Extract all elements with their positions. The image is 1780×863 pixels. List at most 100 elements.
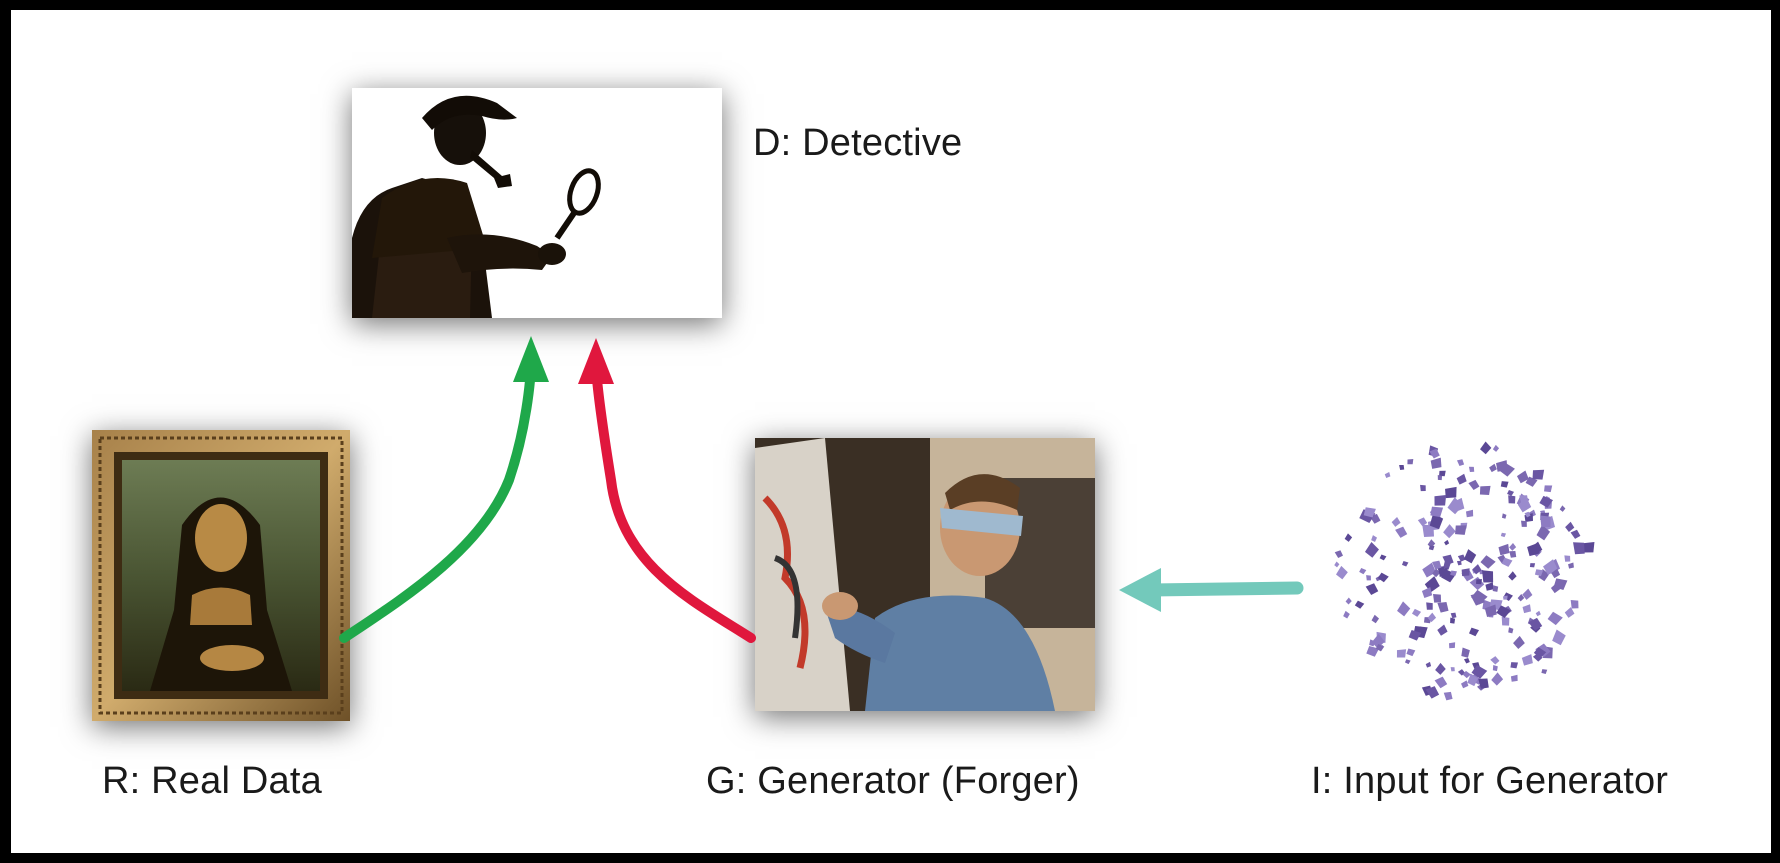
- noise-particle: [1428, 545, 1435, 551]
- noise-particle: [1437, 624, 1448, 636]
- noise-particle: [1437, 601, 1449, 613]
- noise-particle: [1334, 550, 1344, 558]
- noise-particle: [1522, 604, 1531, 614]
- noise-particle: [1568, 562, 1574, 569]
- arrow-head-teal: [1119, 568, 1161, 612]
- noise-particle: [1334, 561, 1340, 568]
- noise-particle: [1456, 473, 1467, 485]
- noise-particle: [1501, 616, 1510, 626]
- noise-particles-icon: [1334, 441, 1595, 701]
- detective-silhouette-icon: [352, 88, 722, 318]
- real-data-label: R: Real Data: [102, 760, 322, 802]
- noise-particle: [1521, 654, 1533, 666]
- real-data-image: [92, 430, 350, 721]
- noise-particle: [1490, 656, 1500, 665]
- noise-particle: [1369, 639, 1376, 647]
- noise-particle: [1536, 524, 1551, 541]
- noise-particle: [1538, 568, 1550, 582]
- noise-particle: [1354, 600, 1365, 609]
- noise-particle: [1448, 642, 1456, 649]
- noise-particle: [1404, 659, 1411, 665]
- noise-particle: [1437, 475, 1443, 481]
- noise-particle: [1461, 568, 1470, 577]
- input-label: I: Input for Generator: [1311, 760, 1669, 802]
- noise-particle: [1528, 617, 1543, 631]
- noise-particle: [1384, 471, 1391, 479]
- noise-particle: [1434, 494, 1447, 506]
- noise-particle: [1443, 691, 1453, 701]
- noise-particle: [1462, 670, 1471, 679]
- noise-particle: [1517, 593, 1525, 602]
- noise-particle: [1429, 448, 1440, 459]
- noise-particle: [1395, 526, 1408, 538]
- noise-particle: [1508, 495, 1516, 504]
- noise-particle: [1544, 485, 1553, 493]
- noise-particle: [1425, 686, 1440, 699]
- noise-particle: [1450, 570, 1457, 577]
- noise-particle: [1375, 643, 1385, 652]
- noise-particle: [1500, 532, 1507, 538]
- noise-particle: [1396, 649, 1407, 658]
- noise-particle: [1482, 570, 1494, 583]
- noise-particle: [1467, 673, 1479, 687]
- noise-particle: [1541, 669, 1548, 674]
- noise-particle: [1509, 551, 1517, 558]
- noise-particle: [1450, 617, 1456, 624]
- noise-particle: [1377, 572, 1389, 583]
- noise-particle: [1470, 592, 1485, 606]
- detective-label: D: Detective: [753, 122, 963, 164]
- noise-particle: [1359, 567, 1367, 575]
- noise-particle: [1472, 564, 1482, 575]
- noise-particle: [1565, 521, 1575, 532]
- noise-particle: [1344, 533, 1353, 542]
- noise-particle: [1343, 610, 1350, 619]
- noise-particle: [1509, 542, 1517, 551]
- noise-particle: [1564, 555, 1571, 562]
- arrows-layer: [339, 336, 1304, 643]
- noise-particle: [1551, 568, 1561, 579]
- noise-particle: [1435, 662, 1446, 675]
- noise-particle: [1540, 515, 1551, 527]
- noise-particle: [1496, 605, 1511, 619]
- noise-particle: [1457, 554, 1466, 562]
- noise-particle: [1345, 597, 1352, 605]
- noise-particle: [1366, 645, 1380, 657]
- noise-particle: [1456, 459, 1465, 466]
- noise-particle: [1429, 513, 1444, 530]
- noise-particle: [1371, 633, 1385, 649]
- noise-particle: [1464, 657, 1470, 664]
- noise-particle: [1401, 561, 1409, 567]
- noise-particle: [1399, 465, 1405, 471]
- noise-particle: [1366, 575, 1371, 581]
- noise-particle: [1480, 555, 1496, 569]
- noise-particle: [1535, 610, 1541, 617]
- noise-particle: [1455, 525, 1467, 535]
- noise-particle: [1570, 600, 1579, 609]
- noise-particle: [1408, 630, 1422, 641]
- edge-real-to-detective: [339, 336, 549, 643]
- noise-particle: [1476, 579, 1483, 585]
- noise-particle: [1450, 612, 1457, 619]
- noise-particle: [1364, 541, 1379, 558]
- edge-input-to-generator: [1119, 568, 1304, 612]
- noise-particle: [1478, 678, 1489, 689]
- noise-particle: [1510, 674, 1518, 682]
- noise-particle: [1550, 582, 1561, 594]
- noise-particle: [1516, 470, 1529, 484]
- noise-particle: [1485, 582, 1494, 591]
- generator-image: [755, 438, 1095, 711]
- noise-particle: [1445, 486, 1457, 499]
- noise-particle: [1444, 539, 1450, 546]
- noise-particle: [1508, 571, 1517, 581]
- noise-particle: [1442, 554, 1454, 566]
- noise-particle: [1336, 565, 1348, 580]
- noise-particle: [1501, 557, 1513, 567]
- noise-particle: [1530, 541, 1543, 555]
- noise-particle: [1532, 652, 1543, 662]
- noise-particle: [1434, 676, 1448, 689]
- noise-particle: [1529, 563, 1536, 568]
- noise-particle: [1573, 542, 1585, 555]
- noise-particle: [1420, 484, 1426, 492]
- noise-particle: [1411, 608, 1422, 617]
- noise-particle: [1543, 559, 1558, 576]
